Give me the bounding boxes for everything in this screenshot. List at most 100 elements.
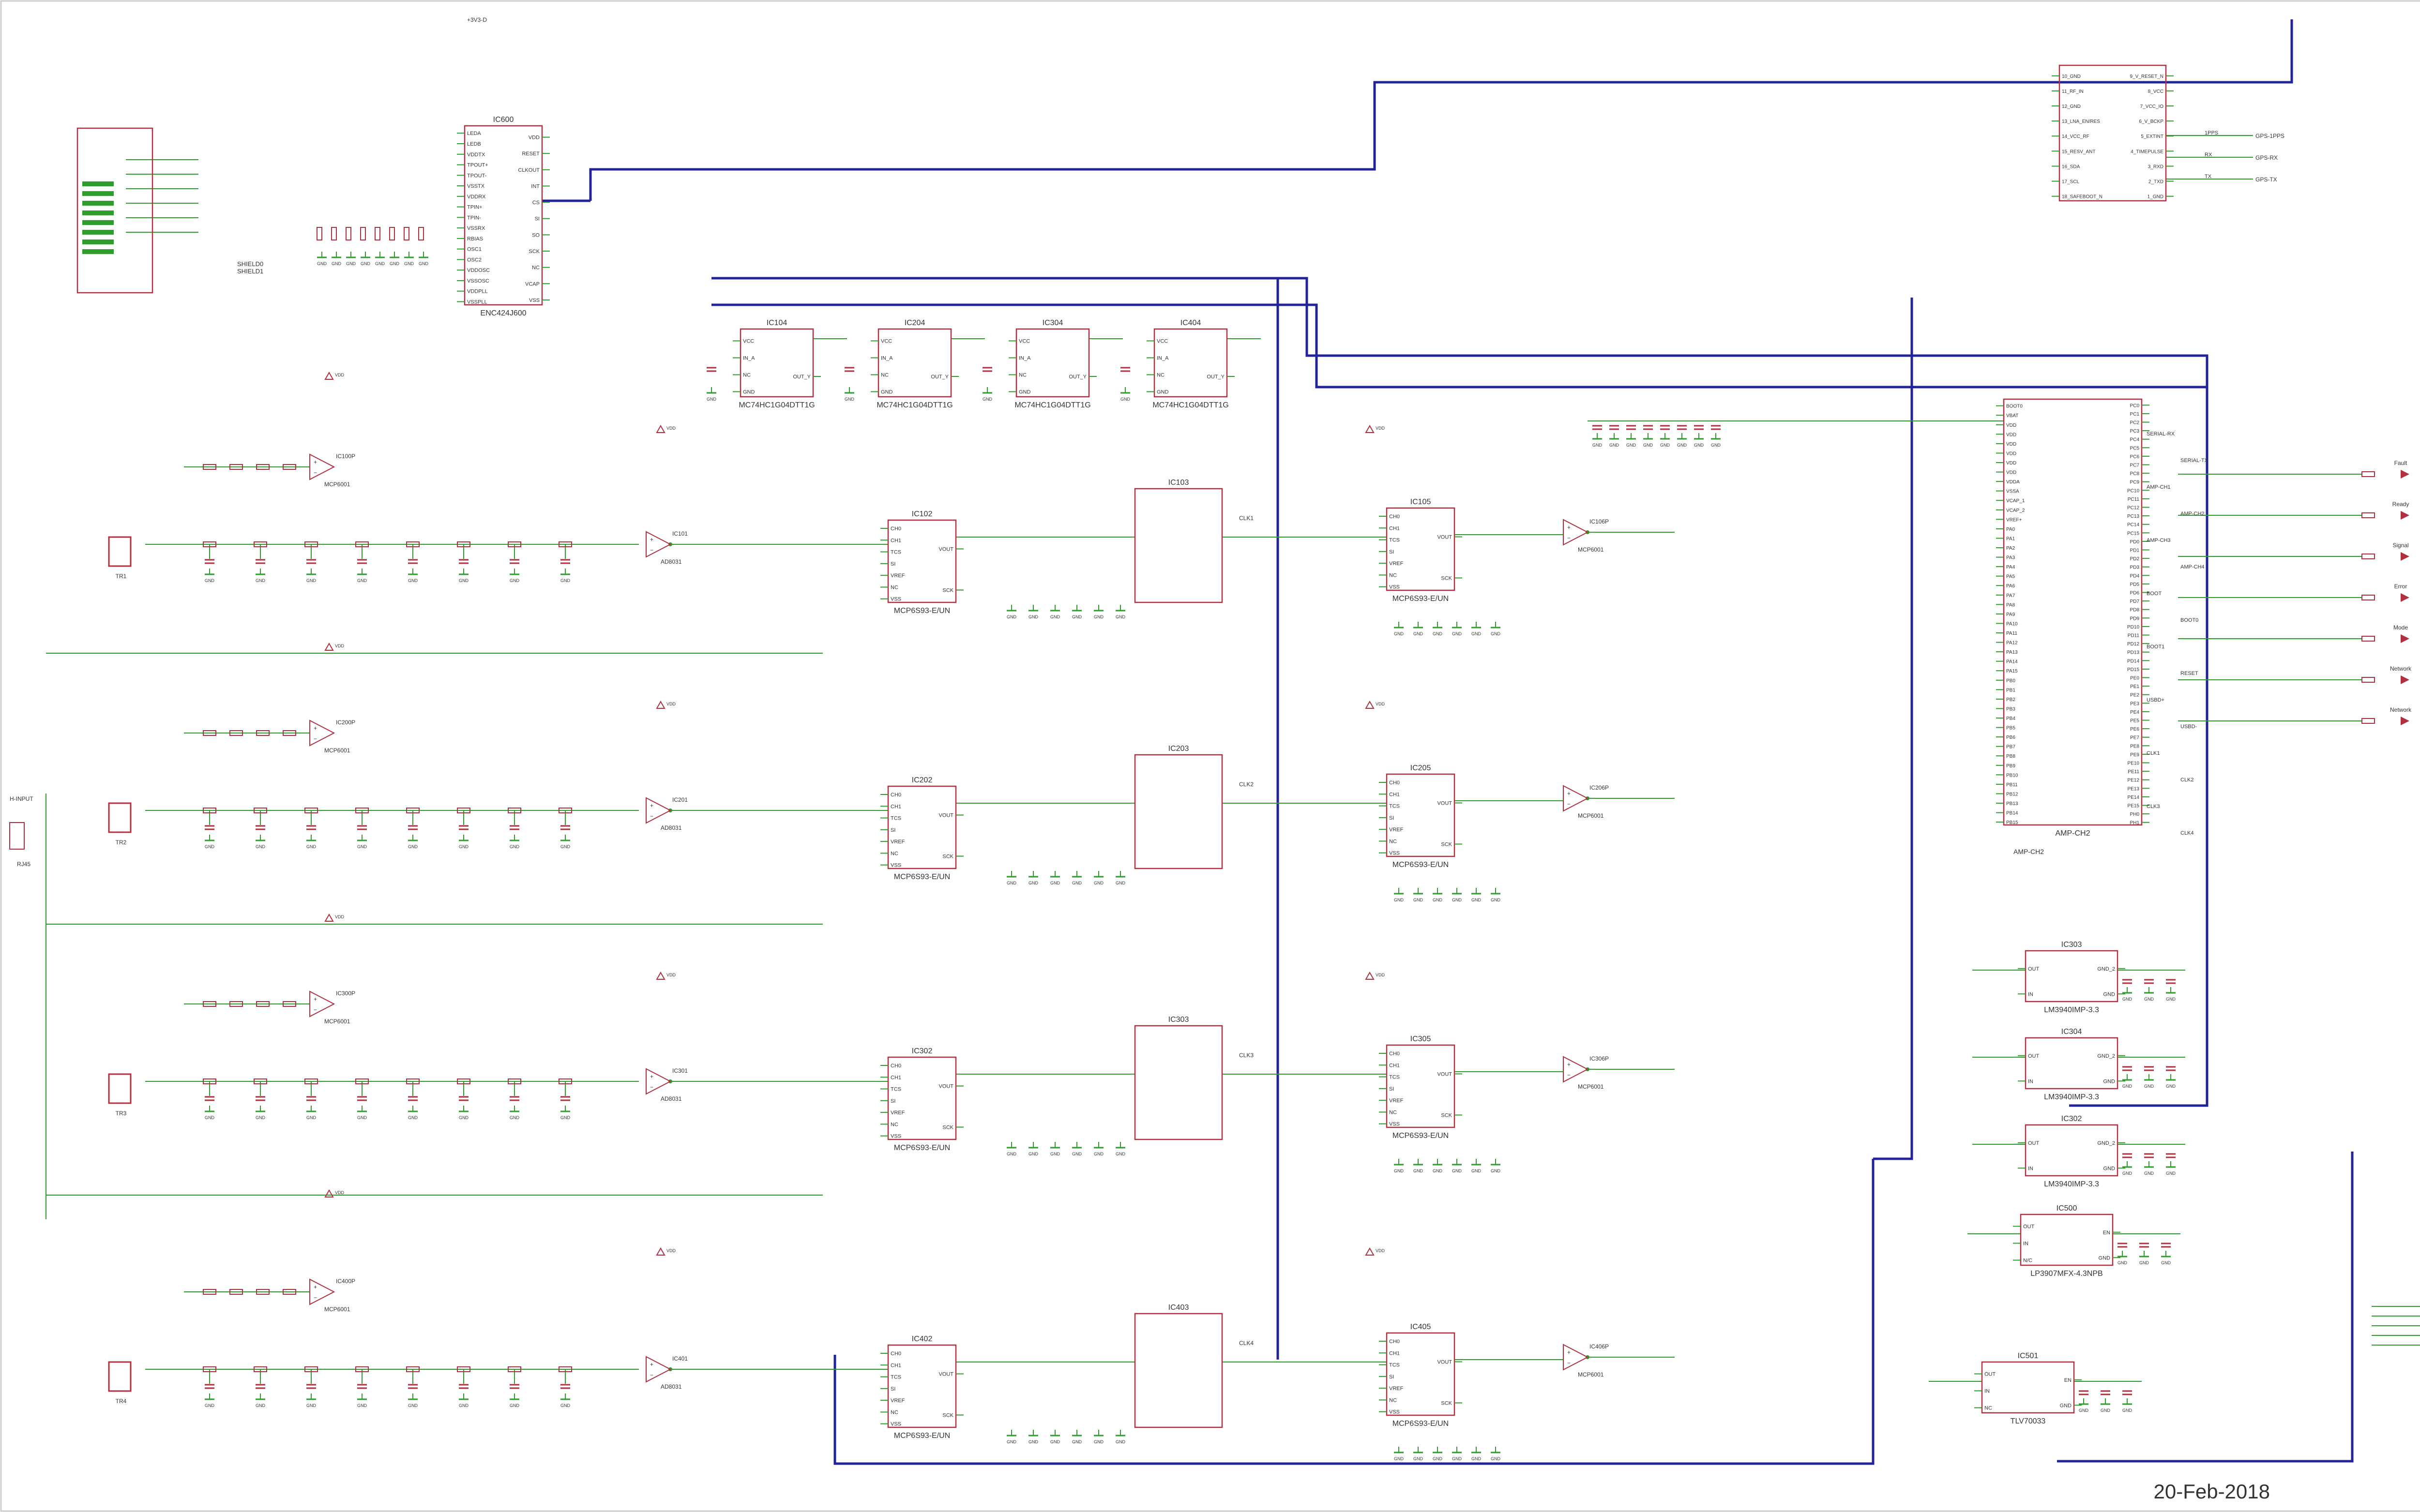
ic-pin-label: PB9 xyxy=(2006,763,2015,769)
ic-pin-label: PE7 xyxy=(2130,735,2139,741)
resistor xyxy=(508,808,521,813)
ground-label: GND xyxy=(1028,1152,1039,1156)
ic-pin-label: NC xyxy=(1019,373,1027,378)
ic-pin-label: PD10 xyxy=(2127,625,2139,630)
ic-pin-label: 17_SCL xyxy=(2062,180,2080,185)
supply-label: +3V3-D xyxy=(467,16,487,23)
part-layer: IC600ENC424J600LEDALEDBVDDTXTPOUT+TPOUT-… xyxy=(9,64,2409,1440)
ic-pin-label: GND_2 xyxy=(2097,966,2115,972)
ic-pin-label: PA6 xyxy=(2006,584,2015,589)
ic-pin-label: OUT_Y xyxy=(1207,374,1225,380)
ic-pin-label: VSS xyxy=(1389,1122,1400,1127)
gps-signal: TX xyxy=(2205,174,2212,180)
ground-label: GND xyxy=(1452,1456,1462,1461)
ic-pin-label: TPIN+ xyxy=(467,205,482,210)
mcu-net-label: AMP-CH1 xyxy=(2147,484,2171,490)
ic-pin-label: VDD xyxy=(2006,451,2016,456)
ic-body xyxy=(1015,328,1090,398)
ic-pin-label: 2_TXD xyxy=(2148,180,2163,185)
ic-pin-label: VREF xyxy=(1389,827,1404,833)
ground-label: GND xyxy=(419,261,429,266)
ic-pin-label: PE6 xyxy=(2130,727,2139,732)
bus-line xyxy=(589,19,2293,201)
ic-part: MCP6S93-E/UN xyxy=(1392,595,1449,603)
ic-pin-label: 11_RF_IN xyxy=(2062,89,2084,94)
ic-pin-label: SI xyxy=(1389,1374,1394,1380)
resistor xyxy=(375,227,380,240)
rj45-contact xyxy=(82,230,114,235)
resistor xyxy=(317,227,322,240)
transformer-ref: TR4 xyxy=(116,1398,127,1405)
ground-label: GND xyxy=(2166,997,2176,1002)
rj45-contact xyxy=(82,181,114,186)
ic-pin-label: SCK xyxy=(529,249,540,254)
ground-label: GND xyxy=(1413,898,1423,902)
ground-label: GND xyxy=(1007,881,1017,885)
gps-net-label: GPS-TX xyxy=(2255,176,2277,183)
ic-pin-label: VREF xyxy=(1389,1098,1404,1104)
ic-pin-label: VCC xyxy=(881,339,892,344)
transformer-ref: TR3 xyxy=(116,1110,127,1117)
rj45-contact xyxy=(82,249,114,254)
ic-pin-label: TCS xyxy=(1389,538,1400,543)
ground-label: GND xyxy=(1007,1439,1017,1444)
ic-pin-label: PA11 xyxy=(2006,631,2017,636)
ground-label: GND xyxy=(1116,1439,1126,1444)
resistor xyxy=(2361,718,2375,724)
ic-ref: IC500 xyxy=(2057,1204,2077,1213)
ic-pin-label: VREF xyxy=(891,1398,905,1404)
resistor xyxy=(203,808,216,813)
opamp-ref: IC300P xyxy=(336,990,355,997)
ic-pin-label: IN xyxy=(2028,1078,2033,1084)
mcu-net-label: CLK3 xyxy=(2147,804,2160,809)
ic-pin-label: NC xyxy=(1389,838,1397,844)
resistor xyxy=(304,541,318,547)
ic-pin-label: VSSPLL xyxy=(467,299,487,305)
ic-pin-label: PD0 xyxy=(2130,539,2140,545)
resistor xyxy=(2361,595,2375,600)
ic-pin-label: 1_GND xyxy=(2148,195,2163,200)
ic-pin-label: PD6 xyxy=(2130,591,2140,596)
ic-pin-label: PA10 xyxy=(2006,621,2018,627)
ic-ref: IC501 xyxy=(2018,1352,2039,1360)
ic-pin-label: VDD xyxy=(529,135,540,141)
ic-body xyxy=(1134,488,1223,603)
ic-pin-label: GND_2 xyxy=(2097,1053,2115,1059)
opamp-symbol xyxy=(309,990,335,1018)
ic-pin-label: SCK xyxy=(1441,576,1452,582)
ic-pin-label: SCK xyxy=(1441,842,1452,848)
ic-pin-label: NC xyxy=(881,373,889,378)
ground-label: GND xyxy=(357,844,367,849)
ground-label: GND xyxy=(205,844,215,849)
ground-label: GND xyxy=(2166,1084,2176,1089)
ic-body xyxy=(2025,1037,2118,1090)
mcu-net-label: CLK2 xyxy=(2180,777,2194,783)
ic-pin-label: VCAP xyxy=(525,281,540,287)
ic-pin-label: PB0 xyxy=(2006,678,2015,684)
ground-label: GND xyxy=(510,1403,520,1408)
ic-pin-label: SCK xyxy=(942,1413,953,1419)
ic-pin-label: VSS xyxy=(1389,1409,1400,1415)
ic-body xyxy=(2020,1213,2114,1266)
opamp-minus: − xyxy=(1567,1360,1571,1366)
ground-label: GND xyxy=(510,844,520,849)
ground-label: GND xyxy=(1072,1152,1082,1156)
ground-label: GND xyxy=(1394,898,1404,902)
resistor xyxy=(2361,554,2375,559)
led-symbol xyxy=(2401,717,2409,725)
ic-pin-label: SI xyxy=(891,561,895,567)
ic-pin-label: GND xyxy=(2103,1078,2116,1084)
opamp-minus: − xyxy=(650,1372,653,1378)
ground-label: GND xyxy=(1072,1439,1082,1444)
ground-label: GND xyxy=(1433,898,1443,902)
ic-part: MC74HC1G04DTT1G xyxy=(1014,401,1090,409)
ground-label: GND xyxy=(707,397,717,402)
transformer xyxy=(108,536,132,567)
ic-pin-label: SI xyxy=(1389,815,1394,821)
ic-pin-label: SI xyxy=(891,1386,895,1392)
ic-pin-label: NC xyxy=(891,1409,898,1415)
ground-label: GND xyxy=(408,1403,418,1408)
ground-label: GND xyxy=(256,578,266,583)
ground-label: GND xyxy=(1050,614,1060,619)
ic-ref: IC402 xyxy=(912,1335,933,1343)
